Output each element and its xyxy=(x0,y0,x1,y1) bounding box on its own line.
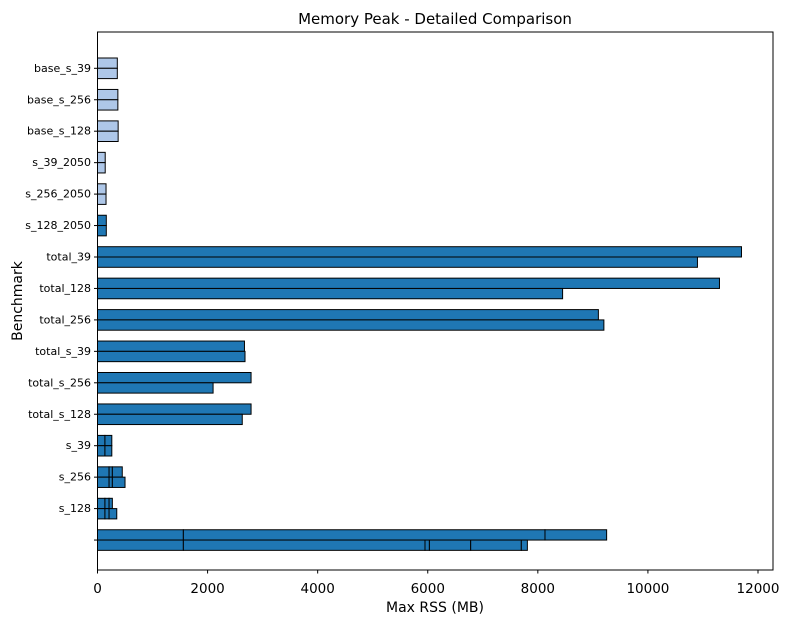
x-tick-label: 2000 xyxy=(190,581,224,597)
y-tick-label: s_256_2050 xyxy=(25,188,91,201)
bar-segment xyxy=(97,225,107,237)
y-tick-label: s_256 xyxy=(59,471,91,484)
bar-segment xyxy=(104,497,110,510)
x-axis-ticks: 0 2000 4000 6000 8000 10000 12000 xyxy=(93,570,779,597)
bar-segment xyxy=(97,539,184,551)
bar-segment xyxy=(108,497,113,510)
y-tick-label: s_128_2050 xyxy=(25,219,91,232)
y-tick-label: total_s_128 xyxy=(28,408,91,421)
bar-segment xyxy=(97,434,106,447)
bar-segment xyxy=(97,529,184,541)
bars-layer xyxy=(97,57,742,551)
bar-segment xyxy=(97,256,698,268)
bar-segment xyxy=(97,403,252,415)
y-tick-label: s_39 xyxy=(66,439,91,452)
bar-segment xyxy=(97,57,118,69)
bar-segment xyxy=(544,529,608,541)
bar-segment xyxy=(97,130,119,142)
bar-segment xyxy=(182,529,546,541)
y-tick-label: total_s_256 xyxy=(28,376,91,389)
y-axis-label: Benchmark xyxy=(10,260,26,341)
y-tick-label: total_39 xyxy=(46,251,91,264)
bar-segment xyxy=(104,445,113,457)
x-axis-label: Max RSS (MB) xyxy=(386,600,484,616)
bar-segment xyxy=(97,193,107,205)
y-axis-ticks: base_s_39 base_s_256 base_s_128 s_39_2050 s_… xyxy=(25,62,98,541)
y-tick-label: total_s_39 xyxy=(35,345,91,358)
y-tick-label: s_39_2050 xyxy=(32,156,91,169)
bar-segment xyxy=(108,508,118,520)
x-tick-label: 6000 xyxy=(411,581,445,597)
y-tick-label: s_128 xyxy=(59,502,91,515)
bar-segment xyxy=(97,120,119,132)
bar-segment xyxy=(97,287,564,300)
x-tick-label: 0 xyxy=(93,581,102,597)
bar-segment xyxy=(111,466,123,478)
bar-segment xyxy=(428,539,472,551)
bar-segment xyxy=(97,382,214,394)
bar-segment xyxy=(97,413,243,426)
bar-segment xyxy=(97,151,106,164)
bar-segment xyxy=(424,539,430,551)
x-tick-label: 4000 xyxy=(300,581,334,597)
bar-segment xyxy=(97,88,119,101)
y-tick-label: base_s_39 xyxy=(34,62,91,75)
bar-segment xyxy=(97,372,252,384)
bar-segment xyxy=(97,466,110,478)
y-tick-label: base_s_256 xyxy=(27,93,91,106)
bar-segment xyxy=(111,476,126,488)
bar-segment xyxy=(97,99,119,111)
chart-title: Memory Peak - Detailed Comparison xyxy=(298,10,572,28)
bar-segment xyxy=(97,183,107,195)
x-tick-label: 10000 xyxy=(626,581,669,597)
plot-frame xyxy=(97,31,774,571)
bar-segment xyxy=(97,340,245,352)
x-tick-label: 12000 xyxy=(737,581,780,597)
bar-segment xyxy=(97,445,106,457)
y-tick-label: total_256 xyxy=(39,313,91,326)
y-tick-label: base_s_128 xyxy=(27,125,91,138)
bar-segment xyxy=(97,277,720,289)
bar-segment xyxy=(97,497,106,510)
x-tick-label: 8000 xyxy=(521,581,555,597)
y-tick-label: total_128 xyxy=(39,282,91,295)
bar-segment xyxy=(97,476,110,488)
bar-segment xyxy=(97,162,106,174)
bar-segment xyxy=(470,539,522,551)
bar-segment xyxy=(104,434,113,447)
bar-segment xyxy=(104,508,110,520)
bar-segment xyxy=(97,350,246,363)
bar-segment xyxy=(97,319,605,331)
bar-segment xyxy=(520,539,528,551)
bar-segment xyxy=(97,246,742,258)
bar-segment xyxy=(97,214,107,227)
bar-segment xyxy=(97,67,118,80)
bar-segment xyxy=(97,508,106,520)
bar-segment xyxy=(97,309,599,321)
bar-segment xyxy=(182,539,426,551)
